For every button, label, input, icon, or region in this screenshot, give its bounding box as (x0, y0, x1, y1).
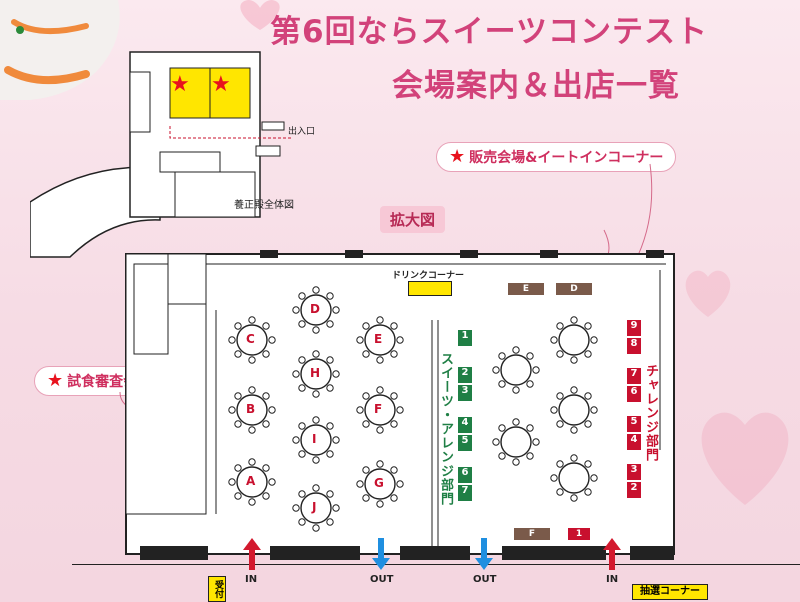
in-label: IN (606, 574, 619, 585)
drink-corner-label: ドリンクコーナー (392, 271, 465, 281)
booth-green: 4 (458, 417, 472, 433)
booth-green: 1 (458, 330, 472, 346)
booth-red: 2 (627, 482, 641, 498)
outer-wall (72, 564, 800, 565)
out-label: OUT (370, 574, 394, 585)
out-arrow-icon (372, 538, 390, 570)
booth-red: 8 (627, 338, 641, 354)
in-arrow-icon (603, 538, 621, 570)
page-title: 第6回ならスイーツコンテスト (270, 14, 708, 50)
green-booths: 1 2 3 4 5 6 7 (458, 330, 472, 501)
reception-desk: 受付 (208, 576, 226, 602)
booth-red: 4 (627, 434, 641, 450)
booth-brown: E (508, 283, 544, 295)
overview-caption: 養正殿全体図 (234, 200, 294, 211)
star-icon: ★ (449, 146, 466, 167)
booth-green: 6 (458, 467, 472, 483)
booth-red: 7 (627, 368, 641, 384)
booth-red: 5 (627, 416, 641, 432)
sweets-arrange-label: スイーツ・アレンジ部門 (438, 352, 453, 506)
out-arrow-icon (475, 538, 493, 570)
table-letter: A (246, 474, 256, 488)
table-letter: C (246, 332, 255, 346)
challenge-label: チャレンジ部門 (643, 364, 658, 462)
table-letter: E (374, 332, 383, 346)
table-letter: J (312, 500, 317, 514)
zoom-label: 拡大図 (380, 206, 446, 233)
heart-decoration-large (701, 412, 789, 505)
entrance-label: 出入口 (288, 127, 316, 137)
star-icon: ★ (211, 72, 231, 97)
table-letter: G (374, 476, 384, 490)
booth-green: 5 (458, 435, 472, 451)
booth-brown: D (556, 283, 592, 295)
booth-red: 6 (627, 386, 641, 402)
booth-red: 1 (568, 528, 590, 540)
table-letter: F (374, 402, 383, 416)
table-letter: H (310, 366, 321, 380)
booth-green: 3 (458, 385, 472, 401)
heart-decoration-small (685, 270, 731, 317)
drink-corner (408, 281, 452, 296)
booth-brown: F (514, 528, 550, 540)
booth-red: 3 (627, 464, 641, 480)
page-subtitle: 会場案内＆出店一覧 (392, 68, 680, 104)
booth-green: 2 (458, 367, 472, 383)
in-label: IN (245, 574, 258, 585)
in-arrow-icon (243, 538, 261, 570)
venue-overview-map (30, 51, 292, 258)
booth-green: 7 (458, 485, 472, 501)
table-letter: B (246, 402, 256, 416)
table-letter: D (310, 302, 320, 316)
heart-decoration (240, 0, 280, 30)
red-booths: 9 8 7 6 5 4 3 2 (627, 320, 641, 498)
cake-illustration (0, 0, 120, 100)
sales-area-callout: ★ 販売会場&イートインコーナー (436, 142, 677, 172)
star-icon: ★ (47, 370, 64, 391)
lottery-corner: 抽選コーナー (632, 584, 708, 600)
booth-red: 9 (627, 320, 641, 336)
star-icon: ★ (170, 72, 190, 97)
table-letter: I (312, 432, 317, 446)
out-label: OUT (473, 574, 497, 585)
sales-area-label: 販売会場&イートインコーナー (469, 150, 664, 166)
